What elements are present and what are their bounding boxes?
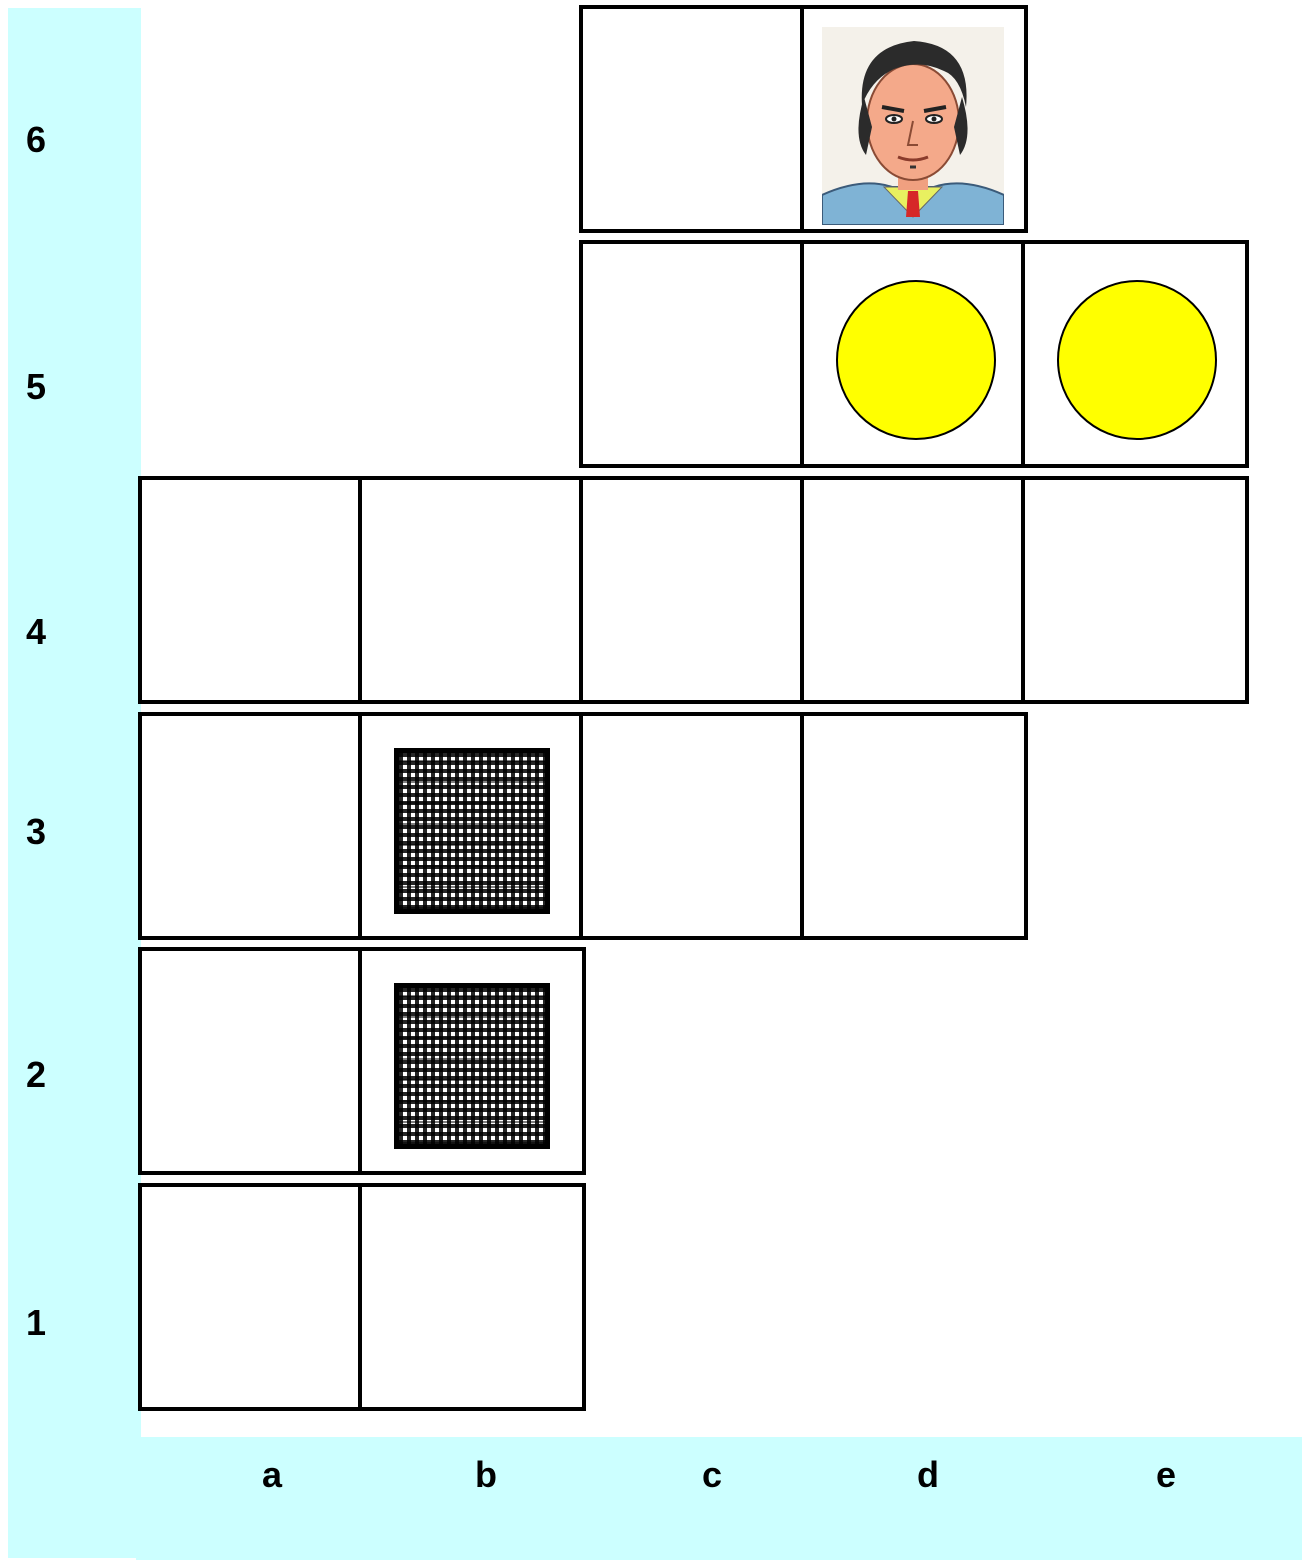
square-e5[interactable] (1021, 240, 1249, 468)
checkered-block-icon (394, 748, 550, 914)
square-b3[interactable] (358, 712, 586, 940)
file-label-d: d (917, 1457, 939, 1493)
file-label-c: c (702, 1457, 722, 1493)
square-d6[interactable] (800, 5, 1028, 233)
yellow-coin-icon[interactable] (836, 280, 996, 440)
rank-label-3: 3 (26, 814, 46, 850)
rank-label-4: 4 (26, 614, 46, 650)
square-a3[interactable] (138, 712, 366, 940)
square-d3[interactable] (800, 712, 1028, 940)
square-a4[interactable] (138, 476, 366, 704)
yellow-coin-icon[interactable] (1057, 280, 1217, 440)
file-label-e: e (1156, 1457, 1176, 1493)
square-b1[interactable] (358, 1183, 586, 1411)
square-c6[interactable] (579, 5, 807, 233)
square-b4[interactable] (358, 476, 586, 704)
checkered-block-icon (394, 983, 550, 1149)
square-c5[interactable] (579, 240, 807, 468)
square-c3[interactable] (579, 712, 807, 940)
rank-label-1: 1 (26, 1305, 46, 1341)
square-a1[interactable] (138, 1183, 366, 1411)
rank-label-6: 6 (26, 122, 46, 158)
file-label-b: b (475, 1457, 497, 1493)
file-label-a: a (262, 1457, 282, 1493)
square-d4[interactable] (800, 476, 1028, 704)
square-a2[interactable] (138, 947, 366, 1175)
square-b2[interactable] (358, 947, 586, 1175)
square-e4[interactable] (1021, 476, 1249, 704)
square-d5[interactable] (800, 240, 1028, 468)
rank-label-2: 2 (26, 1057, 46, 1093)
man-portrait-icon[interactable] (822, 27, 1004, 225)
rank-label-5: 5 (26, 369, 46, 405)
square-c4[interactable] (579, 476, 807, 704)
